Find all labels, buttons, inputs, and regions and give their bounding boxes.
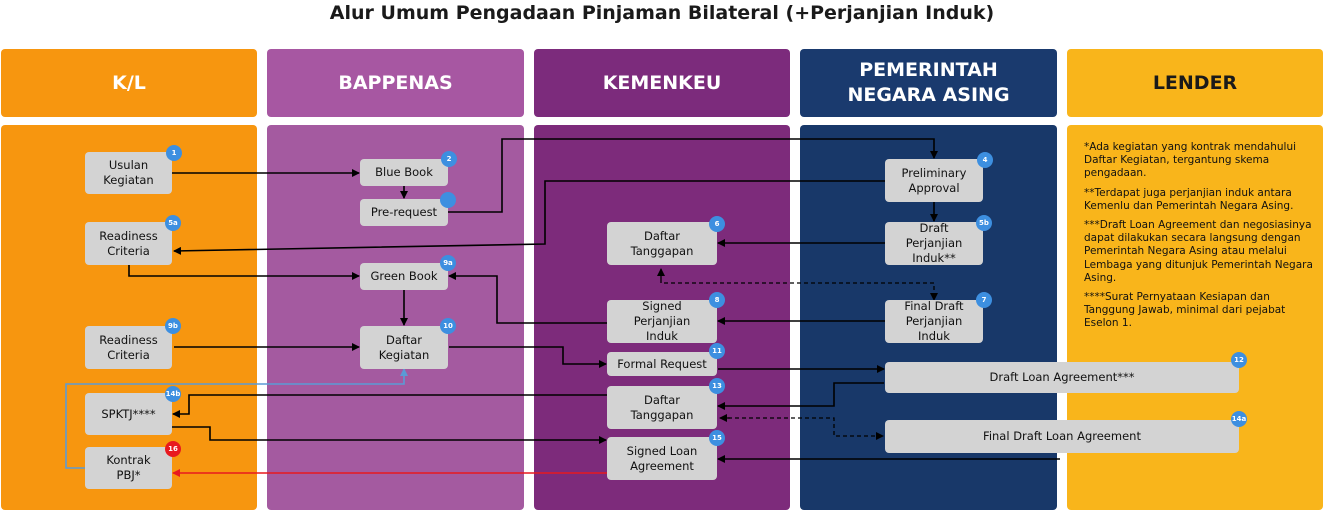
daftar-tanggapan-13-box: Daftar Tanggapan [607, 386, 717, 429]
step-badge-9b: 9b [165, 318, 181, 334]
readiness-criteria-9b-box: Readiness Criteria [85, 326, 172, 369]
blue-book-box: Blue Book [360, 159, 448, 186]
green-book-box: Green Book [360, 263, 448, 290]
draft-perjanjian-induk-box: Draft Perjanjian Induk** [885, 221, 983, 265]
note-3: ***Draft Loan Agreement dan negosiasinya… [1084, 219, 1313, 284]
step-badge-11: 11 [709, 343, 725, 359]
step-badge-2: 2 [441, 151, 457, 167]
final-draft-loan-agreement-box: Final Draft Loan Agreement [885, 420, 1239, 453]
step-badge-12: 12 [1231, 352, 1247, 368]
lane-header-pemerintah-negara-asing: PEMERINTAH NEGARA ASING [800, 49, 1057, 117]
usulan-kegiatan-box: Usulan Kegiatan [85, 152, 172, 194]
lane-header-lender: LENDER [1067, 49, 1323, 117]
note-2: **Terdapat juga perjanjian induk antara … [1084, 186, 1294, 212]
formal-request-box: Formal Request [607, 352, 717, 376]
step-badge-3 [440, 192, 456, 208]
step-badge-1: 1 [166, 145, 182, 161]
signed-perjanjian-induk-box: Signed Perjanjian Induk [607, 299, 717, 343]
step-badge-5b: 5b [976, 215, 992, 231]
step-badge-15: 15 [709, 430, 725, 446]
step-badge-9a: 9a [440, 255, 456, 271]
kontrak-pbj-box: Kontrak PBJ* [85, 447, 172, 489]
lane-header-kl: K/L [1, 49, 257, 117]
note-4: ****Surat Pernyataan Kesiapan dan Tanggu… [1084, 291, 1286, 330]
lane-header-bappenas: BAPPENAS [267, 49, 524, 117]
lane-header-kemenkeu: KEMENKEU [534, 49, 790, 117]
step-badge-6: 6 [709, 216, 725, 232]
step-badge-14a: 14a [1231, 411, 1247, 427]
pre-request-box: Pre-request [360, 199, 448, 226]
signed-loan-agreement-box: Signed Loan Agreement [607, 437, 717, 480]
readiness-criteria-5a-box: Readiness Criteria [85, 222, 172, 265]
final-draft-perjanjian-induk-box: Final Draft Perjanjian Induk [885, 299, 983, 343]
step-badge-5a: 5a [165, 215, 181, 231]
note-1: *Ada kegiatan yang kontrak mendahului Da… [1084, 141, 1297, 180]
step-badge-7: 7 [976, 292, 992, 308]
lender-notes: *Ada kegiatan yang kontrak mendahului Da… [1084, 141, 1316, 337]
step-badge-10: 10 [440, 318, 456, 334]
daftar-tanggapan-6-box: Daftar Tanggapan [607, 222, 717, 265]
daftar-kegiatan-box: Daftar Kegiatan [360, 326, 448, 369]
step-badge-8: 8 [709, 292, 725, 308]
diagram-title: Alur Umum Pengadaan Pinjaman Bilateral (… [329, 2, 995, 24]
draft-loan-agreement-box: Draft Loan Agreement*** [885, 362, 1239, 393]
spktj-box: SPKTJ**** [85, 393, 172, 435]
step-badge-14b: 14b [165, 386, 181, 402]
step-badge-16: 16 [165, 441, 181, 457]
step-badge-4: 4 [977, 152, 993, 168]
step-badge-13: 13 [709, 378, 725, 394]
preliminary-approval-box: Preliminary Approval [885, 159, 983, 202]
